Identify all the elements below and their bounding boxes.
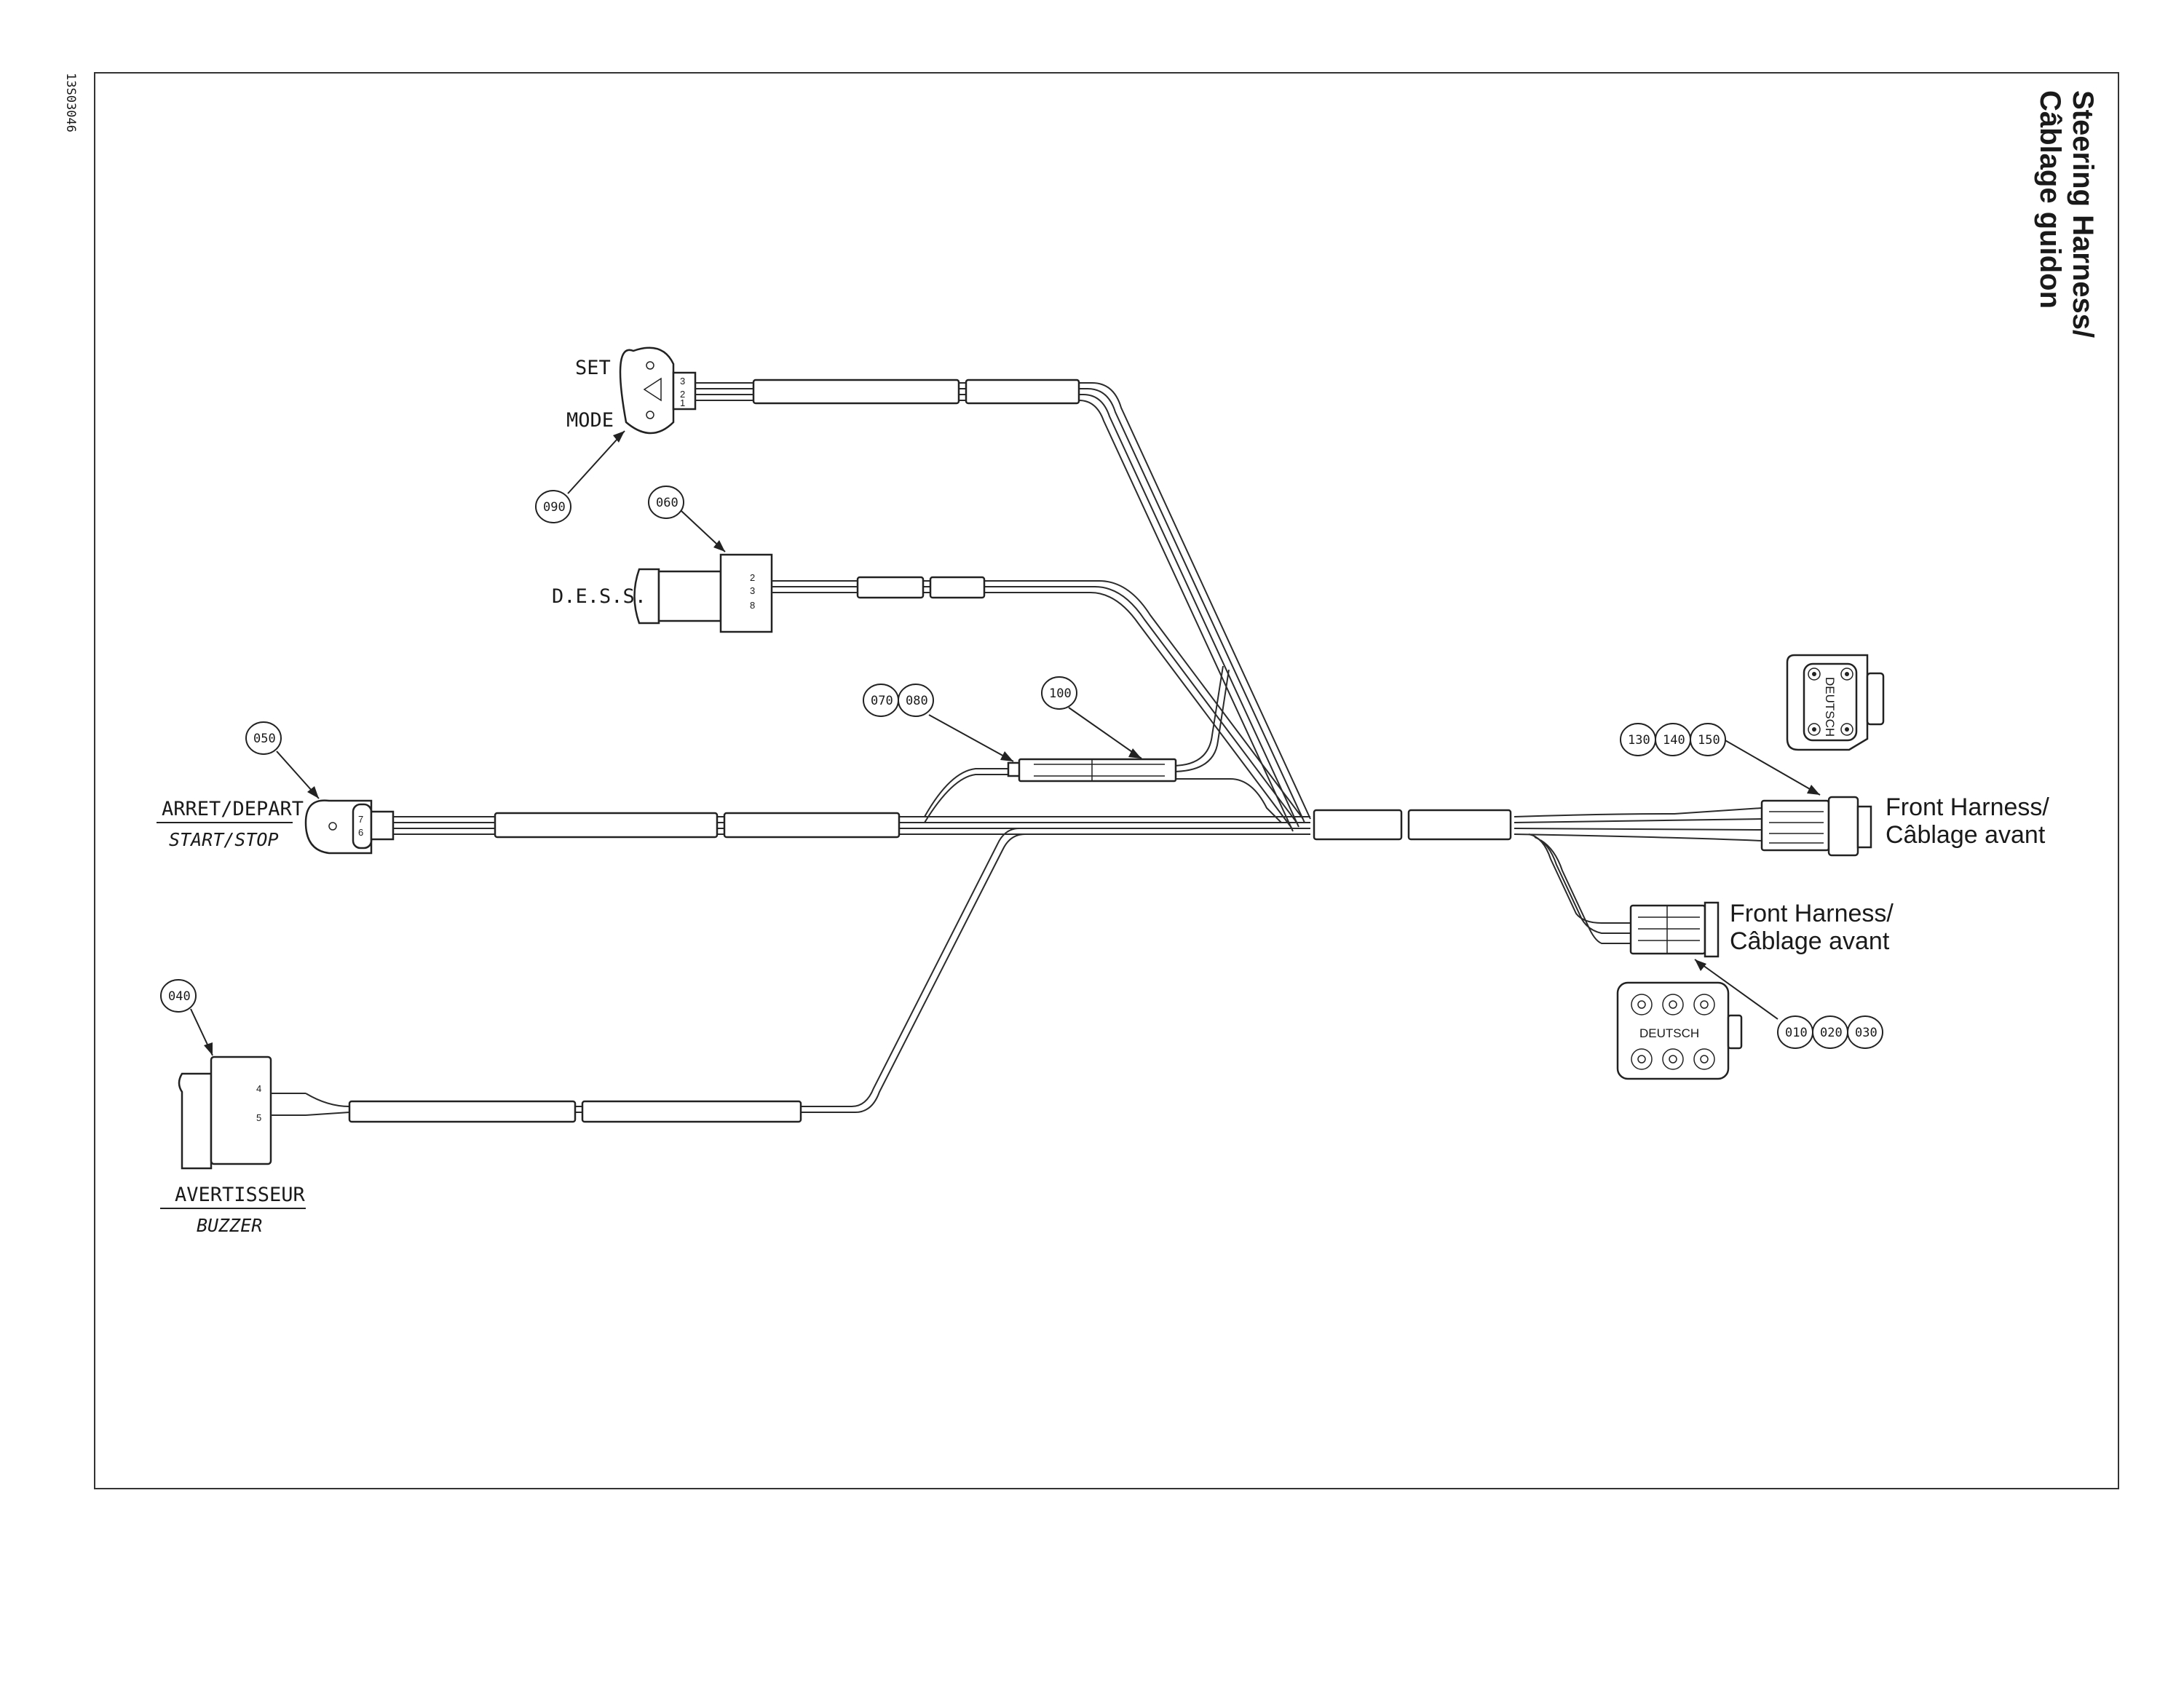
front-harness-lower-connector: Front Harness/ Câblage avant — [1629, 900, 1894, 958]
front-harness-upper-label-1: Front Harness/ — [1886, 793, 2049, 821]
start-stop-pin-2: 6 — [358, 827, 363, 838]
ref-050: 050 — [253, 732, 276, 746]
dess-pin-3: 8 — [750, 600, 755, 611]
ref-040: 040 — [168, 989, 191, 1004]
label-start-stop-en: START/STOP — [169, 829, 279, 850]
ref-bubble-050 — [245, 721, 282, 755]
set-mode-switch: 3 2 1 SET MODE — [566, 346, 753, 435]
front-harness-lower-label-2: Câblage avant — [1730, 927, 1890, 955]
ref-070: 070 — [871, 694, 893, 708]
ref-130: 130 — [1628, 733, 1650, 748]
ref-090: 090 — [543, 500, 566, 515]
ref-bubble-030 — [1847, 1015, 1883, 1049]
ref-010: 010 — [1785, 1026, 1808, 1040]
deutsch-connector-upper: DEUTSCH — [1786, 654, 1885, 751]
dess-pin-1: 2 — [750, 572, 755, 583]
svg-text:1: 1 — [680, 397, 685, 408]
start-stop-pin-1: 7 — [358, 814, 363, 825]
svg-text:2: 2 — [680, 389, 685, 400]
label-set: SET — [575, 357, 611, 379]
ref-bubble-100 — [1041, 676, 1077, 710]
label-mode: MODE — [566, 409, 614, 432]
svg-text:3: 3 — [680, 376, 685, 387]
ref-bubble-090 — [535, 490, 571, 523]
label-dess: D.E.S.S. — [552, 585, 646, 608]
ref-140: 140 — [1663, 733, 1685, 748]
label-start-stop-fr: ARRET/DEPART — [162, 798, 304, 820]
ref-060: 060 — [656, 496, 678, 510]
diagram-frame — [94, 72, 2119, 1489]
deutsch-brand-upper: DEUTSCH — [1823, 677, 1837, 737]
ref-080: 080 — [906, 694, 928, 708]
diagram-title: Steering Harness/ Câblage guidon — [2034, 90, 2099, 338]
buzzer: 4 5 AVERTISSEUR BUZZER — [160, 1056, 306, 1236]
inline-splice — [1007, 758, 1177, 783]
ref-bubble-150 — [1690, 723, 1726, 756]
document-code: 13S03046 — [63, 73, 78, 132]
ref-bubble-060 — [648, 486, 684, 519]
front-harness-upper-connector: Front Harness/ Câblage avant — [1760, 793, 2049, 857]
label-buzzer-fr: AVERTISSEUR — [175, 1184, 306, 1206]
dess-connector: 2 3 8 D.E.S.S. — [552, 553, 858, 633]
ref-020: 020 — [1820, 1026, 1843, 1040]
harness-sleeves — [348, 379, 1512, 1123]
title-line-2: Câblage guidon — [2034, 90, 2066, 309]
label-buzzer-en: BUZZER — [197, 1215, 262, 1236]
deutsch-brand-lower: DEUTSCH — [1639, 1026, 1699, 1040]
deutsch-connector-lower: DEUTSCH — [1616, 981, 1743, 1080]
ref-150: 150 — [1698, 733, 1720, 748]
ref-bubble-080 — [898, 684, 934, 717]
buzzer-pin-2: 5 — [256, 1112, 261, 1123]
front-harness-lower-label-1: Front Harness/ — [1730, 900, 1894, 927]
title-line-1: Steering Harness/ — [2067, 90, 2099, 338]
reference-callouts: 090 060 050 040 070 080 100 130 — [160, 430, 1883, 1056]
ref-100: 100 — [1049, 686, 1072, 701]
dess-pin-2: 3 — [750, 585, 755, 596]
front-harness-upper-label-2: Câblage avant — [1886, 821, 2046, 849]
wires — [305, 382, 1762, 1116]
start-stop-switch: 7 6 ARRET/DEPART START/STOP — [157, 798, 495, 855]
buzzer-pin-1: 4 — [256, 1083, 261, 1094]
ref-030: 030 — [1855, 1026, 1878, 1040]
ref-bubble-040 — [160, 979, 197, 1013]
